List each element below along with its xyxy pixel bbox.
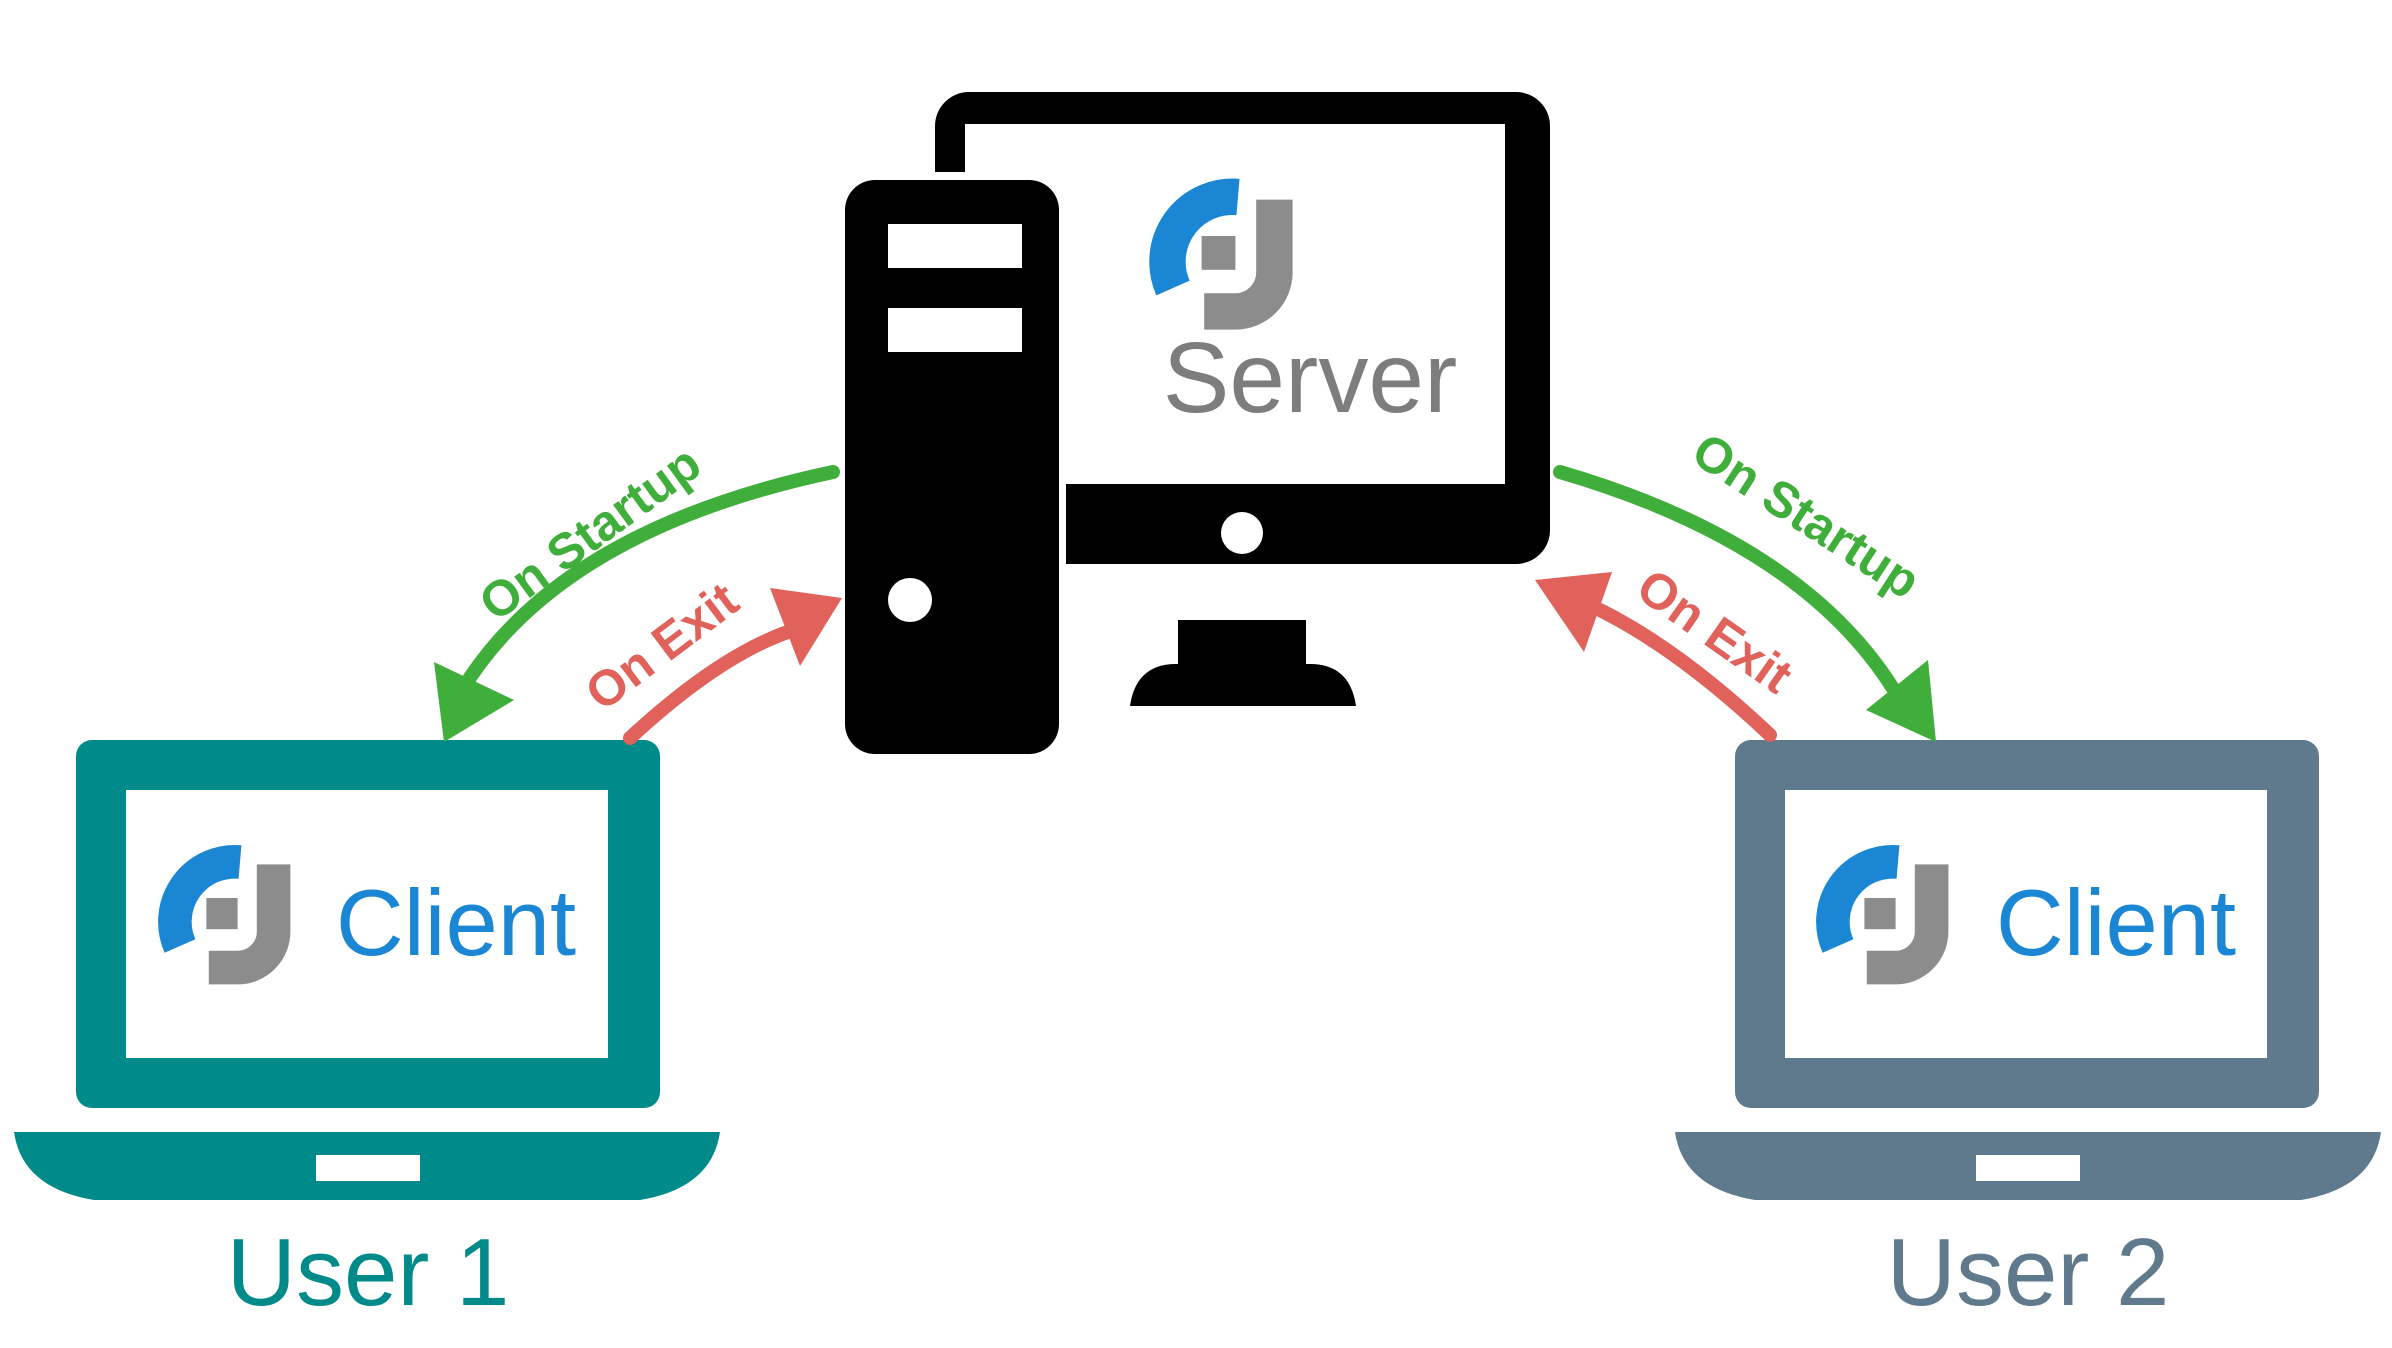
laptop-icon-left — [14, 740, 720, 1200]
client-right-label: Client — [1996, 870, 2236, 975]
laptop-icon-right — [1675, 740, 2381, 1200]
user-1-label: User 1 — [227, 1219, 510, 1326]
exit-arrow-right — [1535, 572, 1777, 742]
startup-arrow-right — [1553, 465, 1936, 742]
startup-label-right: On Startup — [1683, 422, 1930, 610]
logo-arc — [1149, 178, 1240, 296]
exit-label-left: On Exit — [575, 571, 749, 721]
client-left-app-logo-icon — [158, 845, 291, 985]
client-right-app-logo-icon — [1816, 845, 1949, 985]
logo-hook — [1204, 199, 1293, 330]
exit-arrow-left — [623, 588, 842, 745]
server-label: Server — [1163, 322, 1458, 434]
client-left-label: Client — [336, 870, 576, 975]
server-app-logo-icon — [1149, 178, 1293, 330]
startup-arrow-left — [434, 465, 840, 742]
server-tower-icon — [838, 172, 1066, 760]
user-2-label: User 2 — [1887, 1219, 2170, 1326]
logo-square — [1201, 236, 1236, 270]
